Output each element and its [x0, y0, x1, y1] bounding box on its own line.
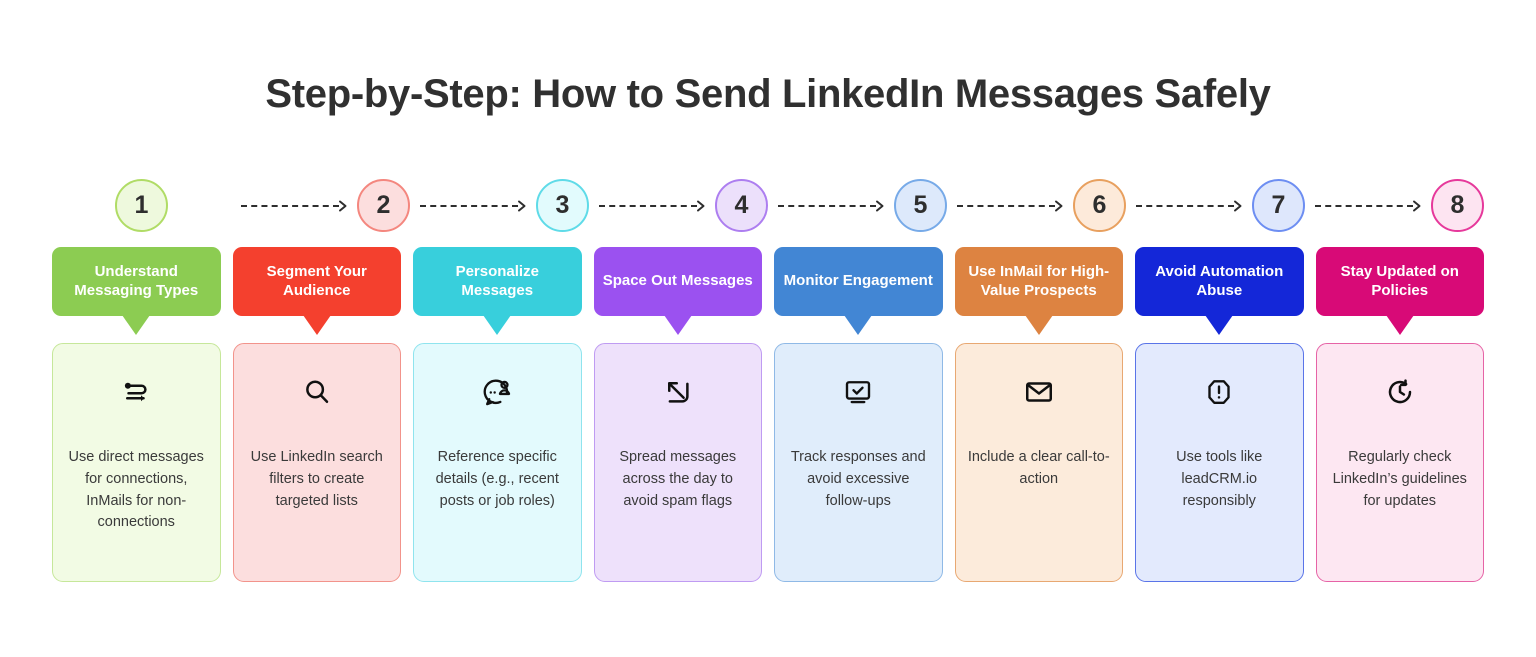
step-number-cell-1: 1 — [52, 179, 231, 232]
step-connector-arrow — [410, 200, 536, 212]
step-banner-wrap-1: Understand Messaging Types — [52, 247, 221, 335]
connector-dashed-line — [957, 204, 1055, 207]
connector-dashed-line — [599, 204, 697, 207]
step-card-8[interactable]: Regularly check LinkedIn’s guidelines fo… — [1315, 343, 1484, 582]
step-card-text-4: Spread messages across the day to avoid … — [619, 449, 737, 509]
page-title: Step-by-Step: How to Send LinkedIn Messa… — [265, 72, 1271, 116]
alert-hexagon-icon — [1202, 375, 1236, 409]
step-banner-wrap-4: Space Out Messages — [593, 247, 762, 335]
step-number-cell-2: 2 — [231, 179, 410, 232]
step-card-text-1: Use direct messages for connections, InM… — [68, 449, 204, 531]
step-circle-8[interactable]: 8 — [1431, 179, 1484, 232]
banner-pointer-triangle — [844, 315, 873, 335]
step-card-2[interactable]: Use LinkedIn search filters to create ta… — [232, 343, 401, 582]
step-card-text-8: Regularly check LinkedIn’s guidelines fo… — [1332, 449, 1467, 509]
step-connector-arrow — [768, 200, 894, 212]
step-banner-8[interactable]: Stay Updated on Policies — [1315, 247, 1484, 316]
step-number-cell-6: 6 — [947, 179, 1126, 232]
step-connector-arrow — [589, 200, 715, 212]
step-circle-4[interactable]: 4 — [715, 179, 768, 232]
step-card-text-2: Use LinkedIn search filters to create ta… — [250, 449, 383, 509]
step-banner-wrap-6: Use InMail for High-Value Prospects — [954, 247, 1123, 335]
step-number-row: 1 2 3 4 5 6 7 8 — [52, 178, 1484, 233]
step-banner-3[interactable]: Personalize Messages — [413, 247, 582, 316]
connector-dashed-line — [1315, 204, 1413, 207]
banner-pointer-triangle — [483, 315, 512, 335]
step-banner-7[interactable]: Avoid Automation Abuse — [1135, 247, 1304, 316]
step-circle-6[interactable]: 6 — [1073, 179, 1126, 232]
step-banner-wrap-2: Segment Your Audience — [232, 247, 401, 335]
step-banner-4[interactable]: Space Out Messages — [593, 247, 762, 316]
step-banner-2[interactable]: Segment Your Audience — [232, 247, 401, 316]
connector-dashed-line — [241, 204, 339, 207]
step-banner-wrap-3: Personalize Messages — [413, 247, 582, 335]
step-circle-5[interactable]: 5 — [894, 179, 947, 232]
envelope-icon — [1022, 375, 1056, 409]
banner-pointer-triangle — [1385, 315, 1414, 335]
search-icon — [300, 375, 334, 409]
step-banner-6[interactable]: Use InMail for High-Value Prospects — [954, 247, 1123, 316]
banner-pointer-triangle — [1024, 315, 1053, 335]
step-number-cell-7: 7 — [1126, 179, 1305, 232]
connector-dashed-line — [420, 204, 518, 207]
arrow-right-icon — [516, 200, 528, 212]
step-circle-3[interactable]: 3 — [536, 179, 589, 232]
arrow-expand-icon — [661, 375, 695, 409]
step-card-text-3: Reference specific details (e.g., recent… — [435, 449, 559, 509]
arrow-right-icon — [695, 200, 707, 212]
chat-person-icon — [480, 375, 514, 409]
step-banner-5[interactable]: Monitor Engagement — [774, 247, 943, 316]
step-banner-wrap-8: Stay Updated on Policies — [1315, 247, 1484, 335]
step-number-cell-3: 3 — [410, 179, 589, 232]
step-number-cell-4: 4 — [589, 179, 768, 232]
step-number-cell-5: 5 — [768, 179, 947, 232]
step-card-4[interactable]: Spread messages across the day to avoid … — [593, 343, 762, 582]
step-circle-1[interactable]: 1 — [115, 179, 168, 232]
banner-pointer-triangle — [122, 315, 151, 335]
step-banner-1[interactable]: Understand Messaging Types — [52, 247, 221, 316]
arrow-right-icon — [1411, 200, 1423, 212]
step-card-6[interactable]: Include a clear call-to-action — [954, 343, 1123, 582]
step-number-cell-8: 8 — [1305, 179, 1484, 232]
arrow-right-icon — [1053, 200, 1065, 212]
banner-pointer-triangle — [302, 315, 331, 335]
step-card-text-6: Include a clear call-to-action — [967, 449, 1110, 487]
step-card-1[interactable]: Use direct messages for connections, InM… — [52, 343, 221, 582]
step-circle-2[interactable]: 2 — [357, 179, 410, 232]
step-banner-wrap-7: Avoid Automation Abuse — [1135, 247, 1304, 335]
step-connector-arrow — [231, 200, 357, 212]
step-connector-arrow — [1126, 200, 1252, 212]
step-connector-arrow — [1305, 200, 1431, 212]
step-card-text-7: Use tools like leadCRM.io responsibly — [1176, 449, 1263, 509]
arrow-right-icon — [874, 200, 886, 212]
monitor-check-icon — [841, 375, 875, 409]
step-card-text-5: Track responses and avoid excessive foll… — [790, 449, 926, 509]
step-banner-wrap-5: Monitor Engagement — [774, 247, 943, 335]
step-circle-7[interactable]: 7 — [1252, 179, 1305, 232]
step-card-5[interactable]: Track responses and avoid excessive foll… — [774, 343, 943, 582]
banner-pointer-triangle — [1205, 315, 1234, 335]
step-card-7[interactable]: Use tools like leadCRM.io responsibly — [1135, 343, 1304, 582]
step-card-3[interactable]: Reference specific details (e.g., recent… — [413, 343, 582, 582]
connector-dashed-line — [1136, 204, 1234, 207]
arrow-right-icon — [1232, 200, 1244, 212]
clock-refresh-icon — [1383, 375, 1417, 409]
banner-pointer-triangle — [663, 315, 692, 335]
arrow-right-icon — [337, 200, 349, 212]
exchange-arrows-icon — [119, 375, 153, 409]
connector-dashed-line — [778, 204, 876, 207]
step-connector-arrow — [947, 200, 1073, 212]
